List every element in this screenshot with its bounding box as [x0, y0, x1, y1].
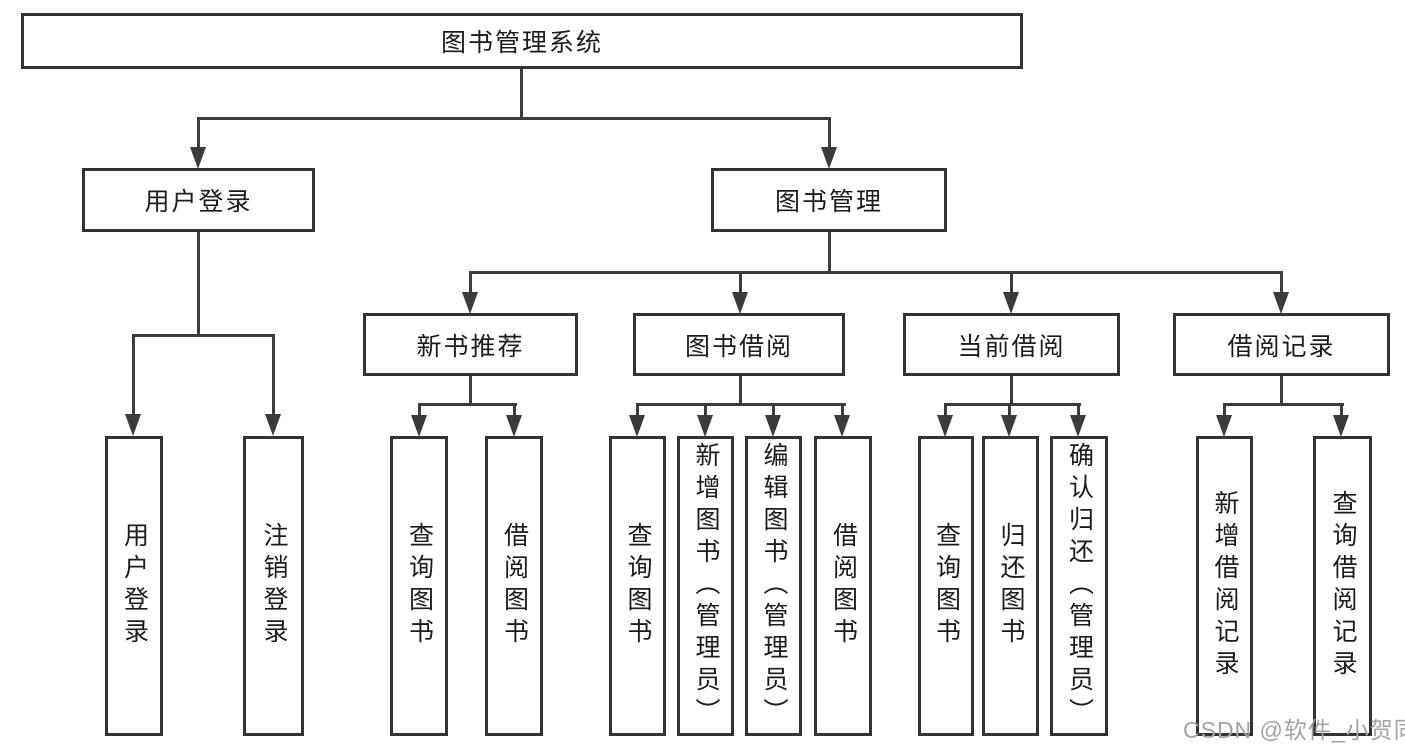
arrowhead-down-icon	[834, 415, 850, 437]
leaf-add-borrow-record: 新增借阅记录	[1196, 436, 1253, 736]
connector-vline	[739, 274, 742, 294]
connector-vline	[1010, 376, 1013, 406]
connector-hline	[197, 117, 831, 120]
connector-vline	[1280, 376, 1283, 406]
arrowhead-down-icon	[265, 414, 281, 436]
connector-hline	[469, 271, 1283, 274]
root-node-label: 图书管理系统	[440, 29, 603, 57]
node-new-book-recommend-label: 新书推荐	[416, 332, 525, 361]
connector-vline	[197, 232, 200, 337]
node-book-borrow-label: 图书借阅	[684, 332, 793, 361]
arrowhead-down-icon	[411, 415, 427, 437]
csdn-watermark: CSDN @软件_小贺同学	[1183, 717, 1405, 743]
leaf-confirm-return-admin: 确认归还（管理员）	[1050, 436, 1108, 736]
leaf-add-books-admin: 新增图书（管理员）	[677, 436, 734, 736]
arrowhead-down-icon	[1273, 292, 1289, 314]
connector-hline	[132, 334, 275, 337]
node-book-management: 图书管理	[711, 168, 947, 232]
connector-vline	[520, 69, 523, 119]
arrowhead-down-icon	[1333, 415, 1349, 437]
connector-hline	[1223, 403, 1344, 406]
leaf-query-books-recommend: 查询图书	[390, 436, 448, 736]
node-book-borrow: 图书借阅	[633, 313, 845, 376]
node-book-management-label: 图书管理	[774, 188, 883, 216]
arrowhead-down-icon	[506, 415, 522, 437]
connector-vline	[704, 406, 707, 417]
connector-vline	[132, 337, 135, 416]
node-borrow-records-label: 借阅记录	[1227, 332, 1336, 361]
connector-hline	[418, 403, 517, 406]
connector-vline	[828, 120, 831, 149]
arrowhead-down-icon	[937, 415, 953, 437]
arrowhead-down-icon	[765, 415, 781, 437]
leaf-query-books-borrow: 查询图书	[609, 436, 666, 736]
leaf-edit-books-admin: 编辑图书（管理员）	[745, 436, 802, 736]
leaf-return-books: 归还图书	[982, 436, 1039, 736]
connector-vline	[1077, 406, 1080, 417]
connector-vline	[197, 120, 200, 149]
arrowhead-down-icon	[125, 414, 141, 436]
connector-hline	[636, 403, 846, 406]
leaf-user-login: 用户登录	[105, 436, 163, 736]
arrowhead-down-icon	[1003, 292, 1019, 314]
connector-vline	[272, 337, 275, 416]
arrowhead-down-icon	[697, 415, 713, 437]
connector-vline	[418, 406, 421, 417]
root-node-box: 图书管理系统	[21, 13, 1023, 69]
arrowhead-down-icon	[629, 415, 645, 437]
connector-vline	[1008, 406, 1011, 417]
connector-vline	[513, 406, 516, 417]
arrowhead-down-icon	[821, 147, 837, 169]
node-borrow-records: 借阅记录	[1173, 313, 1390, 376]
arrowhead-down-icon	[1070, 415, 1086, 437]
leaf-borrow-books-recommend: 借阅图书	[485, 436, 543, 736]
leaf-query-books-current: 查询图书	[918, 436, 974, 736]
arrowhead-down-icon	[1216, 415, 1232, 437]
connector-vline	[1223, 406, 1226, 417]
connector-hline	[944, 403, 1081, 406]
connector-vline	[828, 232, 831, 274]
arrowhead-down-icon	[462, 292, 478, 314]
connector-vline	[1340, 406, 1343, 417]
connector-vline	[841, 406, 844, 417]
connector-vline	[1280, 274, 1283, 294]
connector-vline	[1010, 274, 1013, 294]
connector-vline	[469, 376, 472, 406]
connector-vline	[636, 406, 639, 417]
leaf-logout: 注销登录	[243, 436, 304, 736]
connector-vline	[772, 406, 775, 417]
connector-vline	[739, 376, 742, 406]
connector-vline	[944, 406, 947, 417]
arrowhead-down-icon	[732, 292, 748, 314]
node-user-login-label: 用户登录	[144, 188, 253, 216]
connector-vline	[469, 274, 472, 294]
arrowhead-down-icon	[1001, 415, 1017, 437]
node-new-book-recommend: 新书推荐	[363, 313, 578, 376]
leaf-query-borrow-record: 查询借阅记录	[1313, 436, 1372, 736]
node-current-borrow-label: 当前借阅	[957, 332, 1066, 361]
node-user-login: 用户登录	[82, 168, 315, 232]
leaf-borrow-books: 借阅图书	[814, 436, 872, 736]
arrowhead-down-icon	[190, 147, 206, 169]
node-current-borrow: 当前借阅	[903, 313, 1120, 376]
